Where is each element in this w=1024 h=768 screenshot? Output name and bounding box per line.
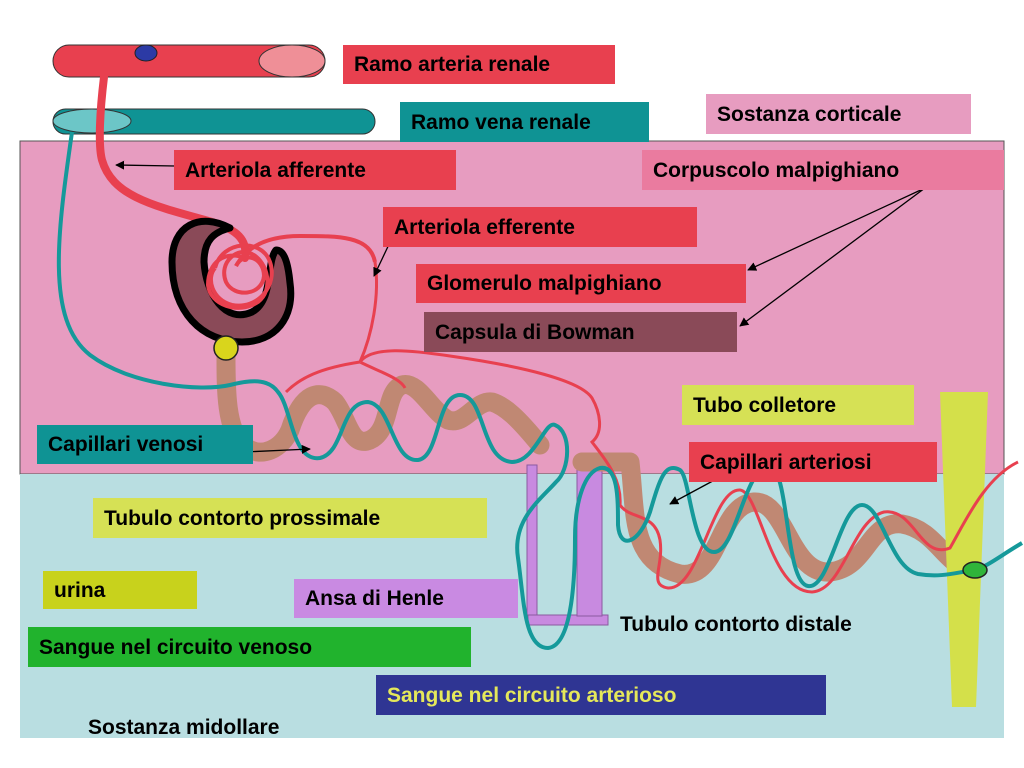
- label-ansa-di-henle: Ansa di Henle: [294, 579, 518, 618]
- label-glomerulo-malpighiano: Glomerulo malpighiano: [416, 264, 746, 303]
- afferent-arteriole: [95, 73, 250, 262]
- label-corpuscolo-malpighiano: Corpuscolo malpighiano: [642, 150, 1004, 190]
- artery-blood-cell: [134, 44, 158, 62]
- renal-vein-lumen: [52, 108, 132, 134]
- label-ramo-arteria-renale: Ramo arteria renale: [343, 45, 615, 84]
- glomerulus: [205, 233, 377, 310]
- label-sangue-circuito-venoso: Sangue nel circuito venoso: [28, 627, 471, 667]
- label-capillari-arteriosi: Capillari arteriosi: [689, 442, 937, 482]
- label-urina: urina: [43, 571, 197, 609]
- label-tubo-colletore: Tubo colletore: [682, 385, 914, 425]
- label-sostanza-midollare: Sostanza midollare: [88, 715, 280, 739]
- label-arteriola-efferente: Arteriola efferente: [383, 207, 697, 247]
- label-arteriola-afferente: Arteriola afferente: [174, 150, 456, 190]
- label-capsula-di-bowman: Capsula di Bowman: [424, 312, 737, 352]
- glomerulus-outlet-dot: [213, 335, 239, 361]
- collecting-duct: [940, 392, 988, 707]
- label-sangue-circuito-arterioso: Sangue nel circuito arterioso: [376, 675, 826, 715]
- renal-artery-lumen: [258, 44, 326, 78]
- venous-capillaries: [56, 131, 1024, 650]
- distal-tubule: [572, 452, 985, 584]
- label-tubulo-contorto-prossimale: Tubulo contorto prossimale: [93, 498, 487, 538]
- label-capillari-venosi: Capillari venosi: [37, 425, 253, 464]
- collector-junction-dot: [962, 561, 988, 579]
- pointer-arrows: [115, 160, 926, 505]
- label-sostanza-corticale: Sostanza corticale: [706, 94, 971, 134]
- arterial-capillaries: [284, 349, 1019, 594]
- label-tubulo-contorto-distale: Tubulo contorto distale: [620, 612, 852, 636]
- label-ramo-vena-renale: Ramo vena renale: [400, 102, 649, 142]
